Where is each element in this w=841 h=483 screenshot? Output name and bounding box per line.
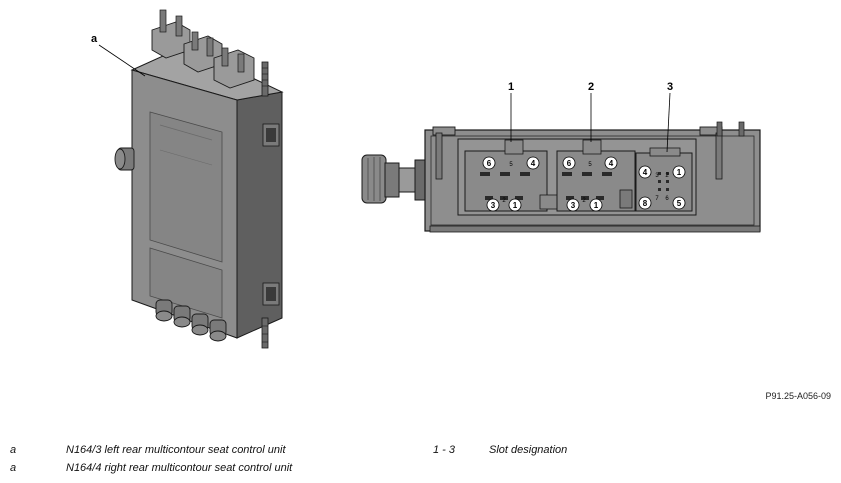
slot-3-pin-1: 1 <box>677 168 682 177</box>
slot-2-pin-3: 3 <box>571 201 576 210</box>
slot-3-pin-7: 7 <box>655 196 659 202</box>
slot-1-pin-3: 3 <box>491 201 496 210</box>
bottom-round-connectors <box>155 299 227 342</box>
slot-3-pin-3: 3 <box>655 173 659 179</box>
callout-3-label: 3 <box>667 81 673 93</box>
control-unit-illustration: a <box>91 9 761 349</box>
callout-3-leader <box>666 92 671 153</box>
slot-2-pin-6: 6 <box>567 159 572 168</box>
slot-2-pin-2: 2 <box>582 198 586 204</box>
slot-2-pin-5: 5 <box>588 162 592 168</box>
slot-3-pin-4: 4 <box>643 168 648 177</box>
legend-row-2: a N164/4 right rear multicontour seat co… <box>10 462 410 476</box>
slot-2-pin-1: 1 <box>594 201 599 210</box>
slot-3-connector: 4 3 2 1 8 7 6 5 <box>635 147 693 212</box>
slot-3-pin-2: 2 <box>665 173 669 179</box>
face-round-connector <box>361 154 428 204</box>
slot-1-pin-6: 6 <box>487 159 492 168</box>
legend-row-1: a N164/3 left rear multicontour seat con… <box>10 444 410 458</box>
callout-1-label: 1 <box>508 81 514 93</box>
top-connector-housings <box>151 9 255 89</box>
figure-reference-code: P91.25-A056-09 <box>765 391 831 401</box>
legend-row-3: 1 - 3 Slot designation <box>433 444 833 458</box>
legend-key: a <box>10 462 17 474</box>
callout-a-label: a <box>91 33 98 45</box>
legend-key: 1 - 3 <box>433 444 456 456</box>
side-round-connector <box>114 147 135 171</box>
slot-3-pin-6: 6 <box>665 196 669 202</box>
slot-1-pin-2: 2 <box>502 198 506 204</box>
slot-2-pin-4: 4 <box>609 159 614 168</box>
control-unit-perspective-view: a <box>91 9 284 349</box>
legend-key: a <box>10 444 17 456</box>
control-unit-face-view: 6 5 4 3 2 1 6 5 4 3 <box>361 81 761 233</box>
legend-text: Slot designation <box>489 444 568 456</box>
legend-text: N164/3 left rear multicontour seat contr… <box>66 444 286 456</box>
slot-1-pin-1: 1 <box>513 201 518 210</box>
slot-1-connector: 6 5 4 3 2 1 <box>464 139 559 212</box>
callout-2-label: 2 <box>588 81 594 93</box>
slot-1-pin-4: 4 <box>531 159 536 168</box>
slot-3-pin-5: 5 <box>677 199 682 208</box>
callout-a-leader <box>98 44 146 77</box>
slot-3-pin-8: 8 <box>643 199 648 208</box>
slot-2-connector: 6 5 4 3 2 1 <box>556 139 636 212</box>
slot-1-pin-5: 5 <box>509 162 513 168</box>
legend-text: N164/4 right rear multicontour seat cont… <box>66 462 293 474</box>
